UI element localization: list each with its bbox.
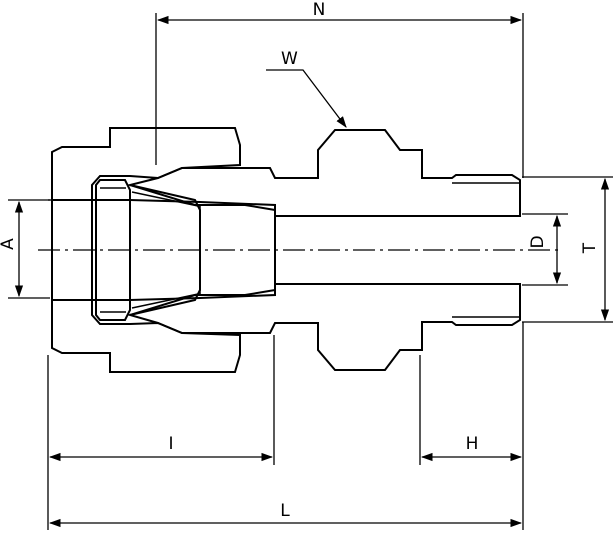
dimension-n: N: [156, 0, 523, 25]
label-i: I: [168, 434, 173, 454]
label-h: H: [466, 434, 479, 454]
leader-w: W: [266, 49, 347, 128]
label-t: T: [580, 242, 600, 254]
dimension-l: L: [48, 501, 523, 528]
dimension-t: T: [580, 177, 610, 322]
dimension-i: I: [48, 434, 274, 462]
label-n: N: [313, 0, 326, 20]
extension-lines: [8, 13, 613, 530]
dimension-a: A: [0, 200, 24, 298]
label-d: D: [528, 235, 548, 248]
label-a: A: [0, 238, 18, 250]
label-w: W: [281, 49, 298, 69]
dimension-h: H: [420, 434, 523, 462]
body-section: [126, 129, 521, 371]
dimension-d: D: [528, 214, 562, 285]
label-l: L: [280, 501, 290, 521]
